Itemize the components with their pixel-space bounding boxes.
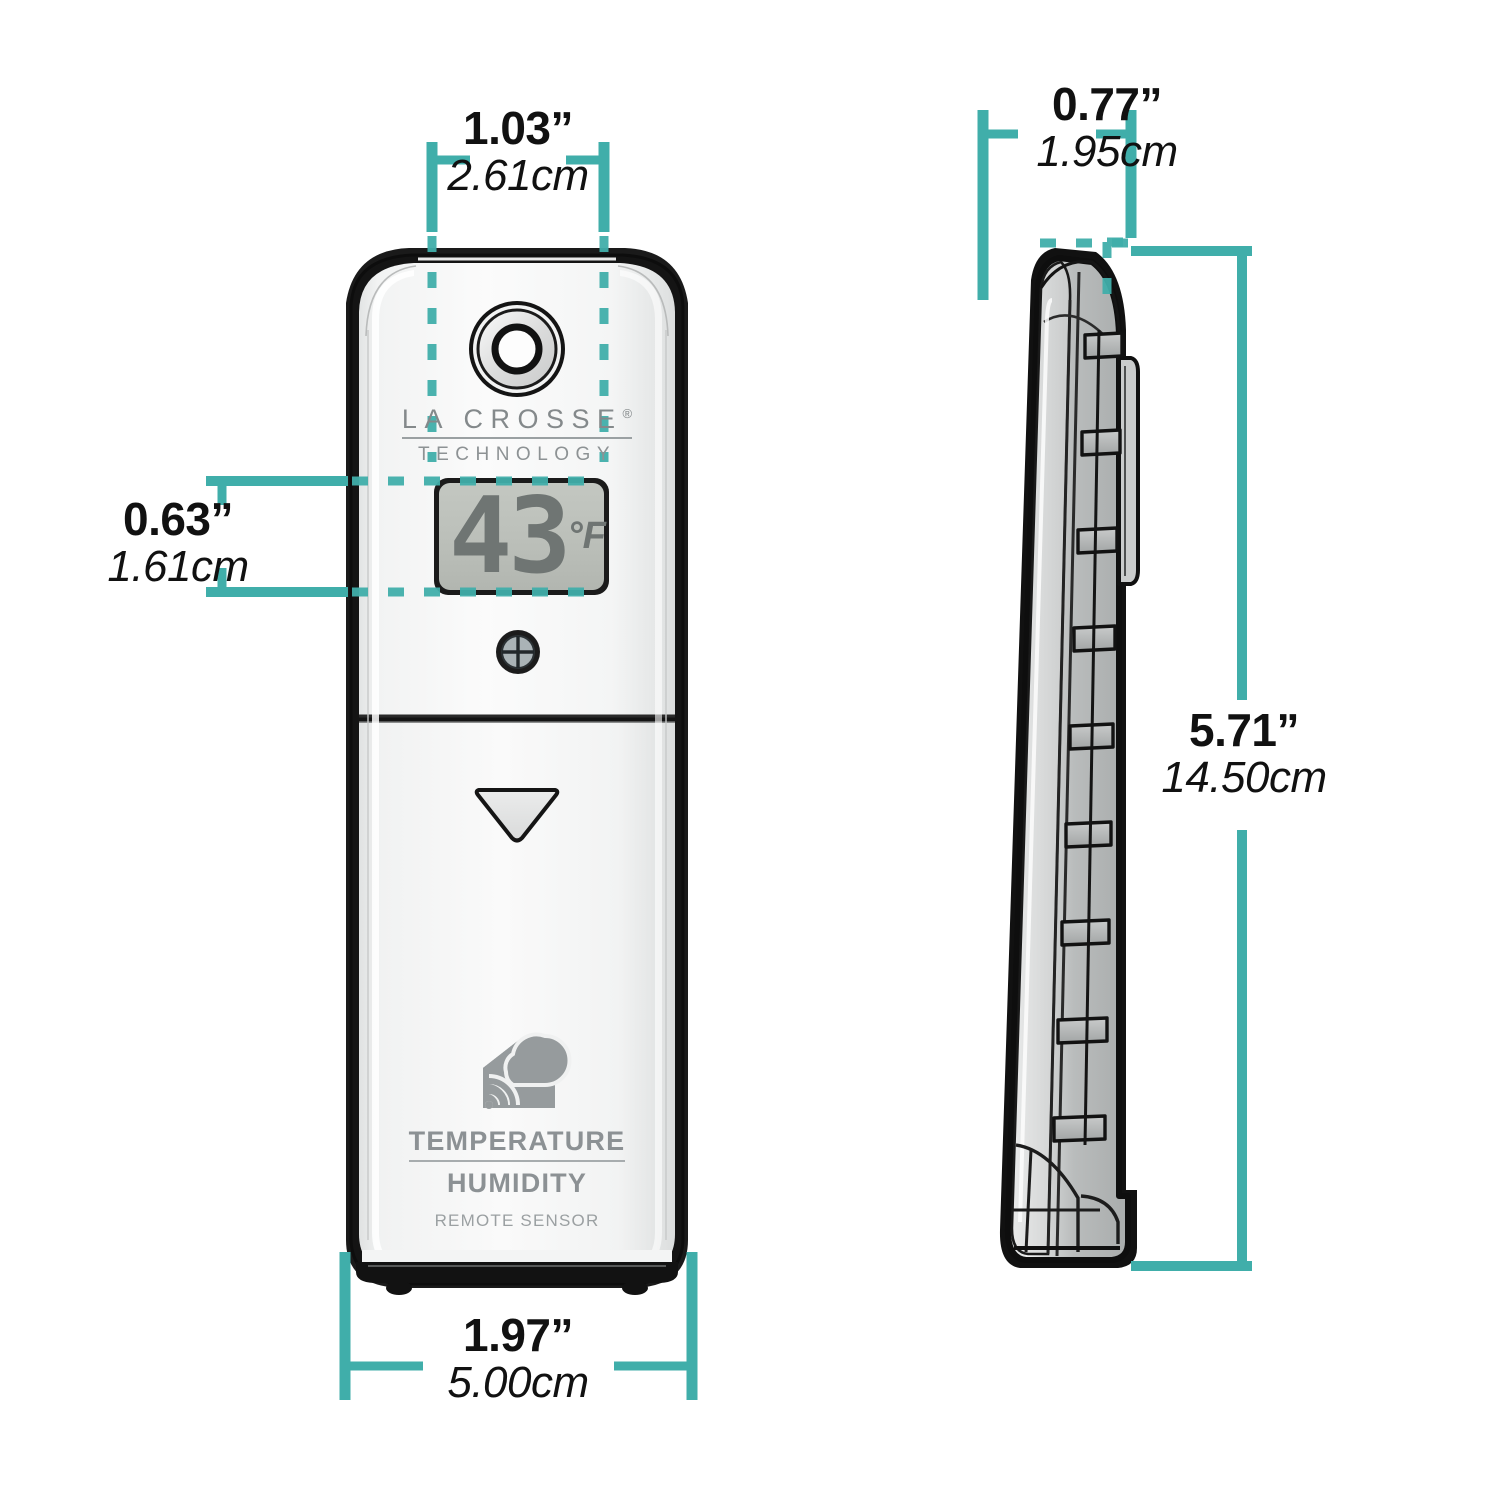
lcd-temperature-value: 43°F [449, 484, 606, 589]
phillips-screw-icon [496, 630, 540, 674]
lcd-digits: 43 [449, 475, 571, 597]
dimline-sensor-window-width [426, 142, 610, 232]
dim-label-overall-depth: 0.77” 1.95cm [957, 80, 1257, 175]
dimline-overall-width [339, 1252, 698, 1400]
label-remote-sensor: REMOTE SENSOR [434, 1211, 600, 1230]
label-temperature: TEMPERATURE [408, 1126, 626, 1162]
label-temperature-wrap: TEMPERATURE [317, 1126, 717, 1162]
product-label-block: TEMPERATURE HUMIDITY REMOTE SENSOR [317, 1126, 717, 1231]
dim-label-lcd-height: 0.63” 1.61cm [28, 495, 328, 590]
dim-centimeters: 1.95cm [1036, 126, 1178, 176]
registered-mark: ® [622, 406, 633, 421]
label-humidity: HUMIDITY [446, 1168, 588, 1198]
dim-inches: 0.77” [1051, 78, 1163, 130]
brand-technology: TECHNOLOGY [417, 444, 617, 465]
house-cloud-wifi-icon [483, 1032, 572, 1109]
brand-line-1-wrap: LA CROSSE® [367, 404, 667, 439]
vent-slots [1052, 331, 1124, 1143]
triangle-down-button-icon[interactable] [474, 788, 560, 843]
lcd-screen [434, 478, 609, 595]
dimension-lines [206, 110, 1252, 1400]
sensor-ring-icon [469, 301, 565, 397]
dim-inches: 5.71” [1188, 704, 1300, 756]
dim-label-overall-height: 5.71” 14.50cm [1094, 706, 1394, 801]
dimline-lcd-height [206, 476, 348, 597]
dim-inches: 1.03” [462, 102, 574, 154]
dim-centimeters: 14.50cm [1161, 752, 1327, 802]
dim-label-sensor-window-width: 1.03” 2.61cm [368, 104, 668, 199]
dimline-overall-depth [977, 110, 1137, 300]
brand-lockup: LA CROSSE® TECHNOLOGY [367, 404, 667, 466]
dim-centimeters: 1.61cm [107, 541, 249, 591]
dim-label-overall-width: 1.97” 5.00cm [368, 1311, 668, 1406]
guide-lcd-height [352, 476, 600, 597]
guide-sensor-window [427, 236, 609, 462]
dim-inches: 1.97” [462, 1309, 574, 1361]
dimline-overall-height [1131, 246, 1252, 1271]
lcd-unit: °F [567, 515, 606, 557]
dim-centimeters: 2.61cm [447, 150, 589, 200]
brand-la-crosse: LA CROSSE® [401, 404, 633, 439]
dim-inches: 0.63” [122, 493, 234, 545]
dim-centimeters: 5.00cm [447, 1357, 589, 1407]
side-view-body [999, 248, 1140, 1268]
